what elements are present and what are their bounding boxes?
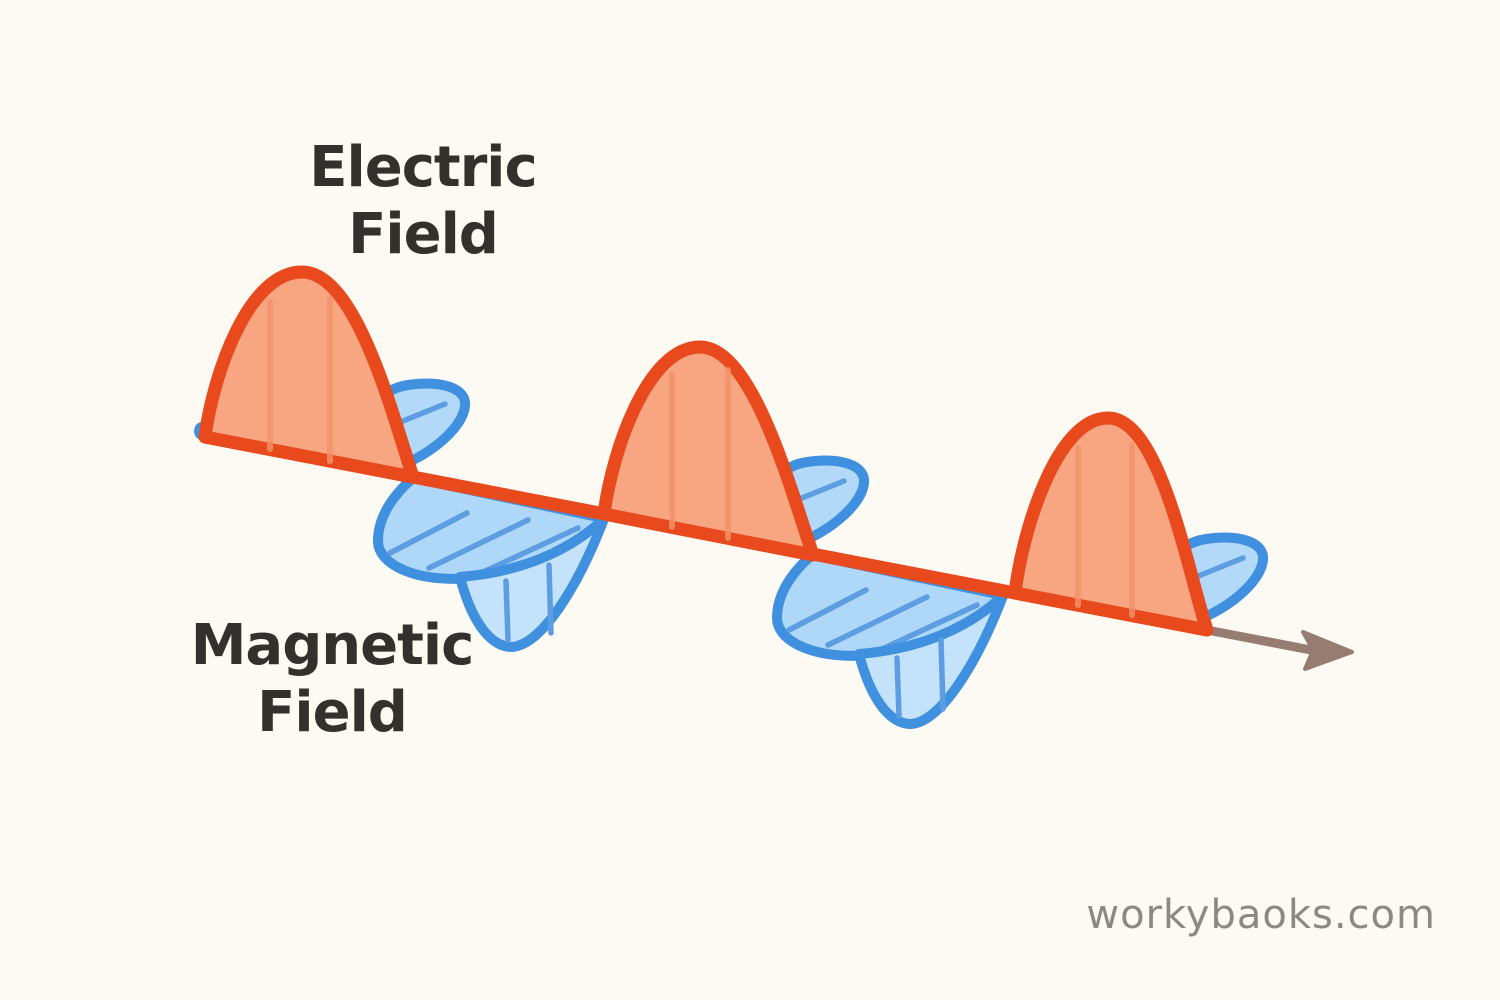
magnetic-upper-petal-2-stripe	[794, 478, 847, 503]
arrow-shaft	[1202, 625, 1321, 656]
magnetic-wave	[194, 378, 1268, 729]
magnetic-upper-petal-1-stripe	[395, 401, 448, 426]
magnetic-lower-petal-2-stripes	[786, 587, 980, 653]
electric-lobe-2	[597, 340, 820, 562]
magnetic-hanging-lobe-1	[455, 514, 609, 652]
electric-lobe-2-stripes	[669, 367, 731, 541]
magnetic-hanging-lobe-2	[854, 591, 1008, 729]
propagation-arrow	[1202, 625, 1354, 671]
electric-wave	[198, 265, 1214, 637]
magnetic-lower-petal-1-stripes	[387, 510, 581, 576]
electric-lobe-3-stripes	[1075, 442, 1135, 618]
watermark: workybaoks.com	[1086, 892, 1436, 938]
electric-lobe-3	[1008, 411, 1214, 637]
electric-lobe-1-stripes	[267, 295, 333, 464]
electric-lobe-1	[198, 265, 420, 484]
magnetic-hanging-lobe-1-stripes	[503, 562, 554, 643]
electric-field-label: Electric Field	[309, 135, 537, 267]
arrowhead-icon	[1301, 630, 1354, 671]
magnetic-upper-petal-3-stripe	[1193, 555, 1246, 580]
magnetic-field-label: Magnetic Field	[190, 613, 475, 745]
magnetic-hanging-lobe-2-stripes	[894, 637, 946, 719]
